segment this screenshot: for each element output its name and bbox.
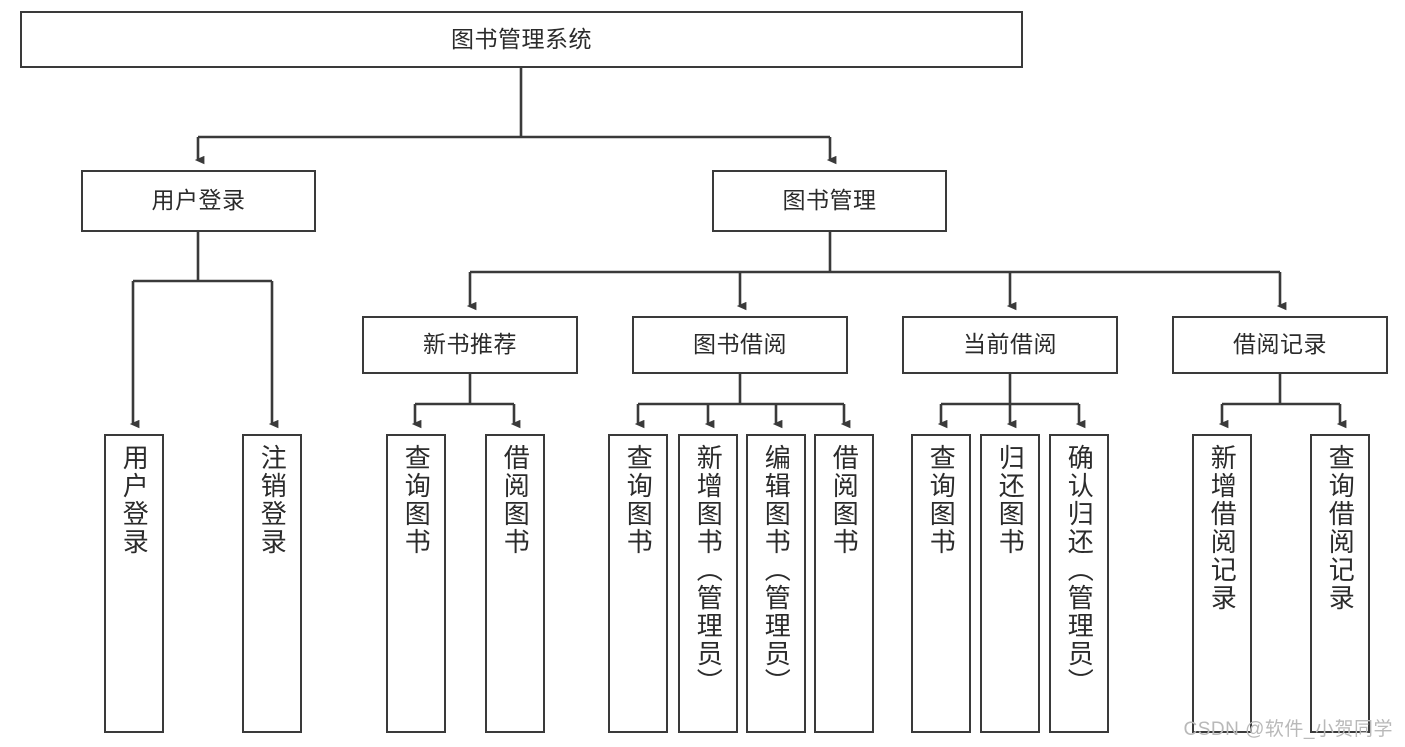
node-leaf-query-book-1[interactable]: 查询图书 [386,434,446,733]
node-book-borrow[interactable]: 图书借阅 [632,316,848,374]
node-label: 归还图书 [995,444,1026,556]
node-leaf-user-login[interactable]: 用户登录 [104,434,164,733]
node-current-borrow[interactable]: 当前借阅 [902,316,1118,374]
node-borrow-record[interactable]: 借阅记录 [1172,316,1388,374]
node-leaf-query-borrow-record[interactable]: 查询借阅记录 [1310,434,1370,733]
node-label: 用户登录 [119,444,150,556]
node-leaf-confirm-return-admin[interactable]: 确认归还（管理员） [1049,434,1109,733]
watermark: CSDN @软件_小贺同学 [1183,719,1393,740]
node-label: 新增图书（管理员） [693,444,724,696]
node-label: 查询图书 [623,444,654,556]
node-leaf-borrow-book-1[interactable]: 借阅图书 [485,434,545,733]
node-label: 图书管理系统 [451,25,592,52]
node-label: 新增借阅记录 [1207,444,1238,612]
node-leaf-logout[interactable]: 注销登录 [242,434,302,733]
node-user-login[interactable]: 用户登录 [81,170,316,232]
node-label: 借阅图书 [500,444,531,556]
node-leaf-add-borrow-record[interactable]: 新增借阅记录 [1192,434,1252,733]
node-label: 查询图书 [401,444,432,556]
node-leaf-borrow-book-2[interactable]: 借阅图书 [814,434,874,733]
node-label: 查询借阅记录 [1325,444,1356,612]
node-label: 确认归还（管理员） [1064,444,1095,696]
node-label: 图书管理 [782,187,877,214]
node-label: 借阅图书 [829,444,860,556]
node-leaf-add-book-admin[interactable]: 新增图书（管理员） [678,434,738,733]
node-label: 新书推荐 [423,331,517,358]
node-leaf-query-book-2[interactable]: 查询图书 [608,434,668,733]
node-label: 当前借阅 [963,331,1057,358]
node-leaf-edit-book-admin[interactable]: 编辑图书（管理员） [746,434,806,733]
node-leaf-return-book[interactable]: 归还图书 [980,434,1040,733]
node-leaf-query-book-3[interactable]: 查询图书 [911,434,971,733]
node-root-book-management-system[interactable]: 图书管理系统 [20,11,1023,68]
node-label: 借阅记录 [1233,331,1327,358]
node-label: 注销登录 [257,444,288,556]
node-label: 用户登录 [151,187,246,214]
node-label: 图书借阅 [693,331,787,358]
node-new-book-recommend[interactable]: 新书推荐 [362,316,578,374]
node-label: 查询图书 [926,444,957,556]
node-label: 编辑图书（管理员） [761,444,792,696]
node-book-management[interactable]: 图书管理 [712,170,947,232]
